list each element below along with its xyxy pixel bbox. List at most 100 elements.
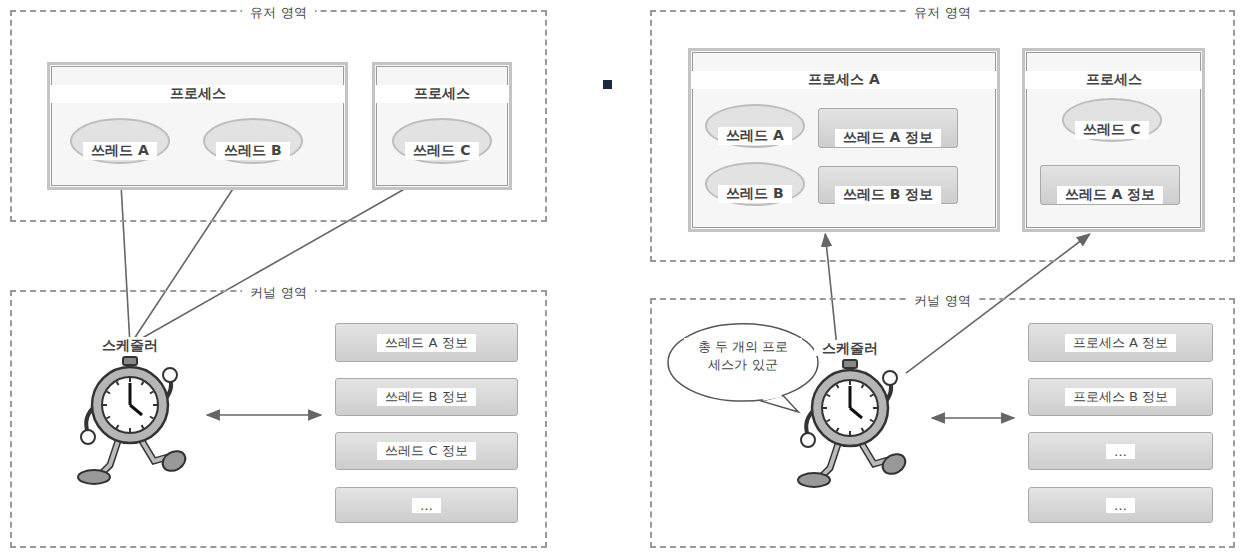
clock-tick	[129, 428, 131, 432]
label-wrap: 스케줄러	[60, 335, 200, 521]
node-text: 쓰레드 A 정보	[1057, 186, 1164, 204]
info-box: 쓰레드 A 정보	[818, 108, 958, 148]
scheduler-illustration	[790, 356, 910, 491]
shoe	[879, 450, 909, 478]
hand	[801, 433, 815, 447]
info-box: 쓰레드 A 정보	[1040, 165, 1180, 205]
connector-arrow	[120, 166, 130, 345]
connector-arrow	[130, 166, 248, 345]
clock-tick	[142, 382, 144, 385]
node-text: 프로세스 A 정보	[1065, 334, 1176, 352]
node-text: 쓰레드 A	[83, 142, 157, 160]
clock-tick	[153, 404, 157, 406]
hand	[163, 368, 177, 382]
info-box: 프로세스 B 정보	[1028, 378, 1213, 416]
clock-face	[822, 380, 878, 436]
speech-bubble: 총 두 개의 프로세스가 있군	[666, 322, 820, 414]
leg	[100, 441, 118, 475]
node-text: 쓰레드 A 정보	[835, 129, 942, 147]
clock-tick	[837, 385, 839, 388]
clock-hand	[849, 386, 852, 408]
shoe	[78, 470, 110, 484]
region-label: 유저 영역	[906, 5, 978, 20]
bullet-square	[603, 80, 612, 89]
info-box: …	[1028, 432, 1213, 470]
clock-tick	[107, 417, 110, 419]
thread-ellipse: 쓰레드 C	[1062, 98, 1161, 142]
clock-tick	[117, 382, 119, 385]
node-text: …	[1106, 498, 1135, 513]
label-wrap: 총 두 개의 프로세스가 있군	[684, 338, 802, 373]
clock-hand	[130, 405, 142, 415]
double-arrow	[207, 414, 321, 416]
leg	[820, 444, 838, 478]
node-text: 쓰레드 A 정보	[377, 334, 475, 352]
thread-ellipse: 쓰레드 A	[70, 118, 170, 164]
clock-tick	[150, 392, 153, 394]
shoe	[798, 473, 830, 487]
memory-region: 유저 영역프로세스쓰레드 A쓰레드 B프로세스쓰레드 C	[10, 10, 547, 222]
clock-tick	[142, 425, 144, 428]
clock-tick	[862, 428, 864, 431]
memory-region: 커널 영역총 두 개의 프로세스가 있군스케줄러프로세스 A 정보프로세스 B …	[650, 298, 1235, 548]
scheduler-label: 스케줄러	[94, 337, 166, 353]
process-box: 프로세스쓰레드 A 쓰레드 B	[47, 62, 348, 190]
node-text: …	[412, 498, 441, 513]
scheduler-figure: 스케줄러	[780, 348, 920, 528]
node-text: 프로세스	[50, 85, 345, 103]
process-box: 프로세스 A 쓰레드 A 쓰레드 A 정보쓰레드 B 쓰레드 B 정보	[688, 48, 1000, 232]
info-box: …	[335, 487, 518, 523]
region-label: 커널 영역	[242, 285, 314, 300]
thread-ellipse: 쓰레드 B	[705, 162, 805, 206]
shoe	[159, 447, 189, 475]
connector-arrow	[130, 166, 445, 345]
node-text: 프로세스	[375, 85, 509, 103]
scheduler-figure: 스케줄러	[60, 345, 200, 525]
clock-tick	[103, 404, 107, 406]
connector-arrow	[825, 234, 837, 352]
clock-body	[92, 367, 168, 443]
node-text: 프로세스	[1025, 71, 1202, 89]
node-text: …	[1106, 444, 1135, 459]
clock-tick	[823, 407, 827, 409]
info-box: 쓰레드 C 정보	[335, 432, 518, 470]
node-text: 쓰레드 C	[405, 142, 478, 160]
clock-face	[102, 377, 158, 433]
clock-tick	[849, 381, 851, 385]
process-box: 프로세스쓰레드 C 쓰레드 A 정보	[1022, 48, 1205, 232]
memory-region: 커널 영역스케줄러쓰레드 A 정보쓰레드 B 정보쓰레드 C 정보…	[10, 290, 547, 548]
label-wrap: 유저 영역	[652, 2, 1233, 22]
node-text: 프로세스 A	[691, 71, 997, 89]
clock-body	[812, 370, 888, 446]
label-wrap: 유저 영역	[12, 2, 545, 22]
thread-ellipse: 쓰레드 B	[203, 118, 303, 164]
clock-tick	[117, 425, 119, 428]
clock-tick	[873, 407, 877, 409]
scheduler-label: 스케줄러	[814, 340, 886, 356]
node-text: 쓰레드 C	[1075, 121, 1148, 139]
node-text: 쓰레드 C 정보	[377, 442, 475, 460]
leg	[820, 444, 838, 478]
bubble-join	[763, 396, 781, 400]
node-text: 쓰레드 B 정보	[835, 186, 941, 204]
clock-tick	[827, 420, 830, 422]
clock-tick	[837, 428, 839, 431]
thread-ellipse: 쓰레드 C	[392, 118, 491, 164]
thread-ellipse: 쓰레드 A	[705, 104, 805, 148]
region-label: 커널 영역	[906, 293, 978, 308]
double-arrow	[932, 417, 1014, 419]
memory-region: 유저 영역프로세스 A쓰레드 A쓰레드 A 정보쓰레드 B쓰레드 B 정보프로세…	[650, 10, 1235, 262]
knob	[843, 360, 857, 368]
info-box: 쓰레드 A 정보	[335, 323, 518, 362]
clock-hand	[850, 408, 862, 418]
leg	[100, 441, 118, 475]
knob	[123, 357, 137, 365]
bubble-ellipse	[668, 324, 818, 401]
label-wrap: 커널 영역	[12, 282, 545, 302]
info-box: 프로세스 A 정보	[1028, 323, 1213, 362]
scheduler-illustration	[70, 353, 190, 488]
node-text: 쓰레드 A	[718, 127, 792, 145]
process-box: 프로세스쓰레드 C	[372, 62, 512, 190]
info-box: 쓰레드 B 정보	[818, 166, 958, 204]
clock-tick	[870, 420, 873, 422]
